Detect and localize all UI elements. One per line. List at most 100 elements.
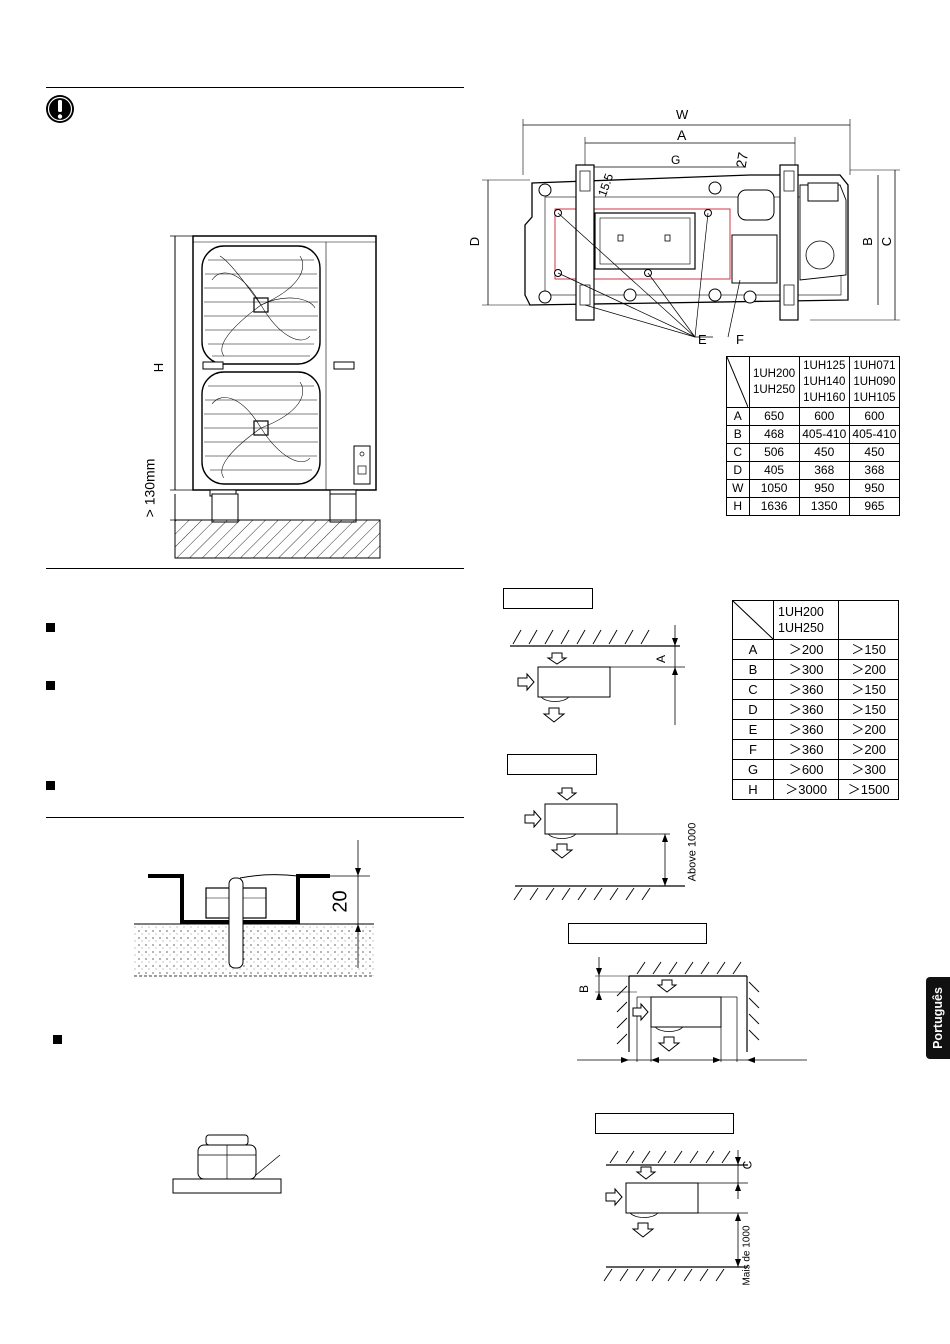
row-key: C [726,443,750,462]
dimension-table-header-1: 1UH200 1UH250 [748,356,800,408]
cell: 950 [848,479,901,498]
table-row: C＞360＞150 [732,679,899,700]
cell: 468 [748,425,800,444]
cell: 405-410 [848,425,901,444]
clearance-label: > 130mm [141,458,158,518]
cell: ＞360 [772,739,840,760]
section-rule-lower [46,817,464,818]
cell: 368 [798,461,850,480]
row-key: F [732,739,774,760]
row-key: W [726,479,750,498]
cell: ＞150 [838,639,899,660]
outdoor-unit-drawing [170,235,381,559]
height-label: H [151,362,167,373]
nut-detail [172,1134,282,1194]
cell: ＞200 [838,739,899,760]
dimension-table-header-3: 1UH071 1UH090 1UH105 [848,356,901,408]
clearance-B-label: B [577,984,592,994]
language-side-tab: Português [926,977,950,1059]
cell: 950 [798,479,850,498]
row-key: B [726,425,750,444]
clearance-table-header-2 [838,600,899,640]
callout-F-label: F [736,332,744,347]
row-key: C [732,679,774,700]
dim-D-label: D [467,236,483,247]
bullet-square-4 [53,1035,62,1044]
cell: 1350 [798,497,850,516]
caption-box-4 [595,1113,734,1134]
row-key: H [732,779,774,800]
clearance-diagram-1 [510,625,685,725]
dim-C-label: C [879,236,895,247]
table-row: E＞360＞200 [732,719,899,740]
clearance-diagram-2 [513,787,685,901]
cell: 506 [748,443,800,462]
clearance-table-corner [732,600,774,640]
row-key: A [726,407,750,426]
row-key: A [732,639,774,660]
cell: ＞360 [772,699,840,720]
cell: ＞300 [838,759,899,780]
cell: 600 [798,407,850,426]
cell: ＞600 [772,759,840,780]
cell: 405-410 [798,425,850,444]
dim-G-label: G [671,153,681,167]
cell: ＞150 [838,699,899,720]
callout-E-label: E [698,332,707,347]
row-key: D [726,461,750,480]
dim-A-label: A [677,127,687,143]
warning-icon [45,94,75,124]
cell: 405 [748,461,800,480]
clearance-diagram-4 [603,1150,748,1282]
clearance-C-label: C [740,1160,755,1170]
row-key: H [726,497,750,516]
anchor-bolt-detail [134,840,374,977]
section-rule-top [46,87,464,88]
cell: ＞1500 [838,779,899,800]
mais-de-1000-label: Mais de 1000 [741,1225,753,1286]
row-key: B [732,659,774,680]
bullet-square-1 [46,623,55,632]
cell: 368 [848,461,901,480]
language-tab-label: Português [931,987,945,1049]
dim-27-label: 27 [732,150,752,170]
table-row: A＞200＞150 [732,639,899,660]
cell: 600 [848,407,901,426]
dim-B-label: B [859,237,875,246]
cell: 965 [848,497,901,516]
dimension-table: 1UH200 1UH250 1UH125 1UH140 1UH160 1UH07… [726,356,901,516]
cell: ＞3000 [772,779,840,800]
clearance-diagram-3 [577,957,807,1063]
above-1000-label: Above 1000 [686,822,699,882]
table-row: B＞300＞200 [732,659,899,680]
clearance-table: 1UH200 1UH250 A＞200＞150 B＞300＞200 C＞360＞… [732,600,899,800]
caption-box-3 [568,923,707,944]
bullet-square-3 [46,781,55,790]
row-key: G [732,759,774,780]
base-top-view [482,119,900,338]
cell: 450 [848,443,901,462]
cell: ＞360 [772,719,840,740]
table-row: F＞360＞200 [732,739,899,760]
cell: ＞200 [838,659,899,680]
dimension-table-header-2: 1UH125 1UH140 1UH160 [798,356,850,408]
caption-box-2 [507,754,597,775]
cell: 1050 [748,479,800,498]
table-row: G＞600＞300 [732,759,899,780]
cell: 1636 [748,497,800,516]
caption-box-1 [503,588,593,609]
cell: ＞300 [772,659,840,680]
anchor-dim-label: 20 [329,890,352,913]
dim-W-label: W [676,107,689,122]
cell: ＞150 [838,679,899,700]
cell: ＞360 [772,679,840,700]
table-row: D＞360＞150 [732,699,899,720]
table-row: H＞3000＞1500 [732,779,899,800]
row-key: E [732,719,774,740]
